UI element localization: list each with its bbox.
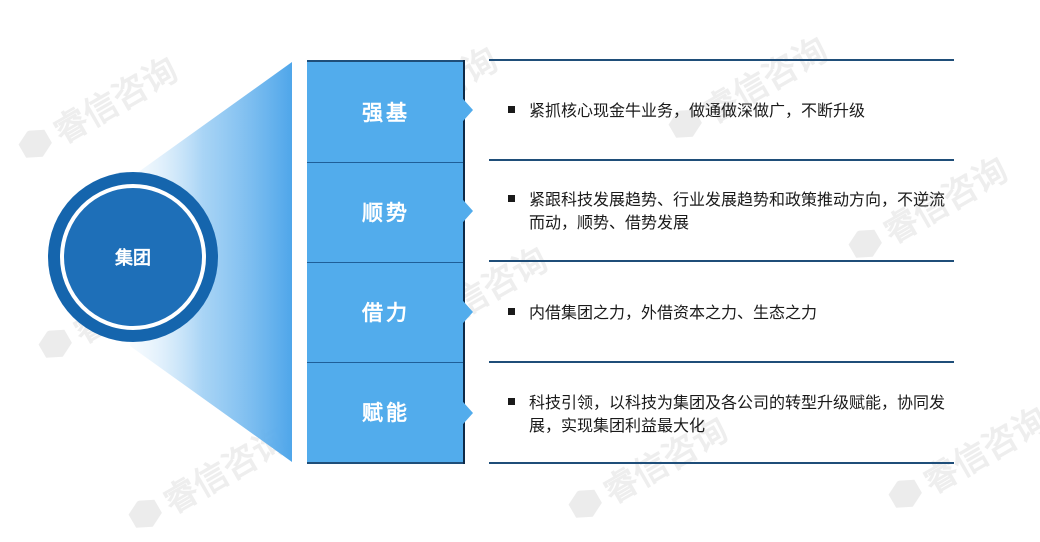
description-item: 紧抓核心现金牛业务，做通做深做广，不断升级: [508, 99, 948, 122]
row-divider: [489, 159, 954, 161]
pillar-cell: 强基: [307, 62, 465, 162]
description-text: 内借集团之力，外借资本之力、生态之力: [529, 303, 818, 322]
pillar-divider: [307, 362, 465, 363]
pillar-cell: 赋能: [307, 362, 465, 462]
chevron-right-icon: [455, 292, 473, 332]
pillar-divider: [307, 262, 465, 263]
row-divider: [489, 260, 954, 262]
pillar-label: 赋能: [362, 401, 410, 425]
description-item: 科技引领，以科技为集团及各公司的转型升级赋能，协同发展，实现集团利益最大化: [508, 391, 948, 437]
description-text: 科技引领，以科技为集团及各公司的转型升级赋能，协同发展，实现集团利益最大化: [529, 393, 946, 435]
diagram-canvas: 睿信咨询 睿信咨询 睿信咨询 睿信咨询 睿信咨询 睿信咨询 睿信咨询 睿信咨询 …: [0, 23, 1040, 524]
watermark-logo-icon: [565, 483, 606, 524]
description-item: 紧跟科技发展趋势、行业发展趋势和政策推动方向，不逆流而动，顺势、借势发展: [508, 188, 948, 234]
vertical-divider: [463, 60, 465, 464]
center-circle-ring: 集团: [60, 184, 206, 330]
description-text: 紧跟科技发展趋势、行业发展趋势和政策推动方向，不逆流而动，顺势、借势发展: [529, 190, 946, 232]
center-label: 集团: [115, 248, 151, 269]
pillar-label: 顺势: [362, 201, 410, 225]
pillar-label: 强基: [362, 101, 410, 125]
pillar-label: 借力: [362, 301, 410, 325]
watermark: 睿信咨询: [660, 23, 835, 152]
chevron-right-icon: [455, 90, 473, 130]
chevron-right-icon: [455, 191, 473, 231]
description-text: 紧抓核心现金牛业务，做通做深做广，不断升级: [529, 101, 866, 120]
bullet-icon: [508, 195, 515, 202]
bullet-icon: [508, 398, 515, 405]
description-item: 内借集团之力，外借资本之力、生态之力: [508, 301, 948, 324]
watermark-logo-icon: [885, 473, 926, 514]
center-circle: 集团: [48, 172, 218, 342]
pillar-cell: 顺势: [307, 162, 465, 262]
pillar-column: 强基 顺势 借力 赋能: [307, 60, 465, 464]
pillar-cell: 借力: [307, 262, 465, 362]
chevron-right-icon: [455, 393, 473, 433]
bullet-icon: [508, 308, 515, 315]
row-divider: [489, 361, 954, 363]
pillar-divider: [307, 162, 465, 163]
bullet-icon: [508, 106, 515, 113]
row-divider: [489, 462, 954, 464]
row-divider: [489, 59, 954, 61]
